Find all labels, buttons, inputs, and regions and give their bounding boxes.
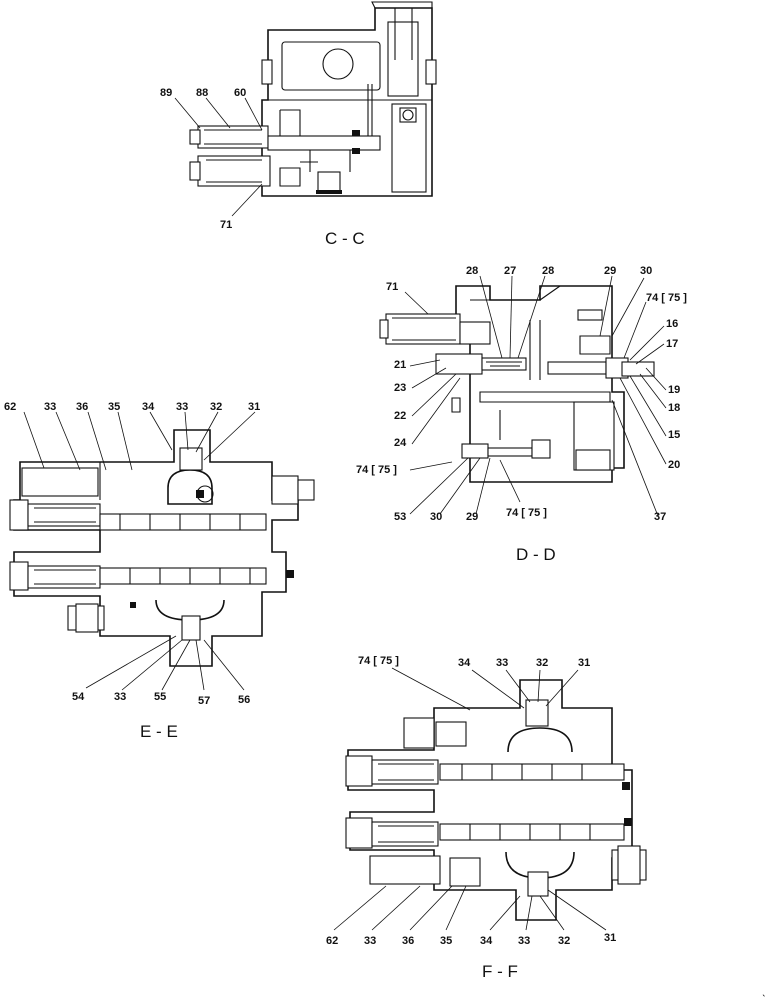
callout-32: 32 — [536, 657, 548, 669]
callout-33: 33 — [114, 691, 126, 703]
callout-28: 28 — [466, 265, 478, 277]
callout-62: 62 — [4, 401, 16, 413]
callout-36: 36 — [402, 935, 414, 947]
callout-60: 60 — [234, 87, 246, 99]
callout-18: 18 — [668, 402, 680, 414]
callout-27: 27 — [504, 265, 516, 277]
section-title-cc: C - C — [325, 229, 365, 248]
callout-71: 71 — [386, 281, 398, 293]
callout-56: 56 — [238, 694, 250, 706]
section-ee-labels: 62 33 36 35 34 33 32 31 54 33 55 57 56 E… — [4, 401, 260, 741]
callout-22: 22 — [394, 410, 406, 422]
callout-33: 33 — [364, 935, 376, 947]
callout-88: 88 — [196, 87, 208, 99]
callout-32: 32 — [558, 935, 570, 947]
section-cc-drawing — [174, 1, 437, 217]
section-dd-drawing — [379, 275, 667, 517]
callout-31: 31 — [578, 657, 590, 669]
callout-37: 37 — [654, 511, 666, 523]
callout-71: 71 — [220, 219, 232, 231]
callout-34: 34 — [458, 657, 471, 669]
callout-33: 33 — [518, 935, 530, 947]
callout-33: 33 — [496, 657, 508, 669]
callout-35: 35 — [440, 935, 452, 947]
corner-mark: ˎ — [762, 983, 766, 997]
callout-33: 33 — [44, 401, 56, 413]
callout-31: 31 — [604, 932, 616, 944]
callout-32: 32 — [210, 401, 222, 413]
callout-54: 54 — [72, 691, 85, 703]
callout-35: 35 — [108, 401, 120, 413]
section-cc-labels: 89 88 60 71 C - C — [160, 87, 365, 248]
callout-23: 23 — [394, 382, 406, 394]
callout-16: 16 — [666, 318, 678, 330]
callout-74-75: 74 [ 75 ] — [358, 655, 399, 667]
callout-30: 30 — [430, 511, 442, 523]
callout-62: 62 — [326, 935, 338, 947]
callout-74-75: 74 [ 75 ] — [646, 292, 687, 304]
callout-21: 21 — [394, 359, 406, 371]
section-dd-labels: 71 28 27 28 29 30 74 [ 75 ] 16 17 19 18 … — [356, 265, 687, 564]
callout-34: 34 — [142, 401, 155, 413]
callout-29: 29 — [604, 265, 616, 277]
section-ff-drawing — [333, 667, 647, 931]
callout-53: 53 — [394, 511, 406, 523]
callout-30: 30 — [640, 265, 652, 277]
callout-31: 31 — [248, 401, 260, 413]
section-ee-drawing — [9, 411, 315, 691]
callout-55: 55 — [154, 691, 166, 703]
callout-74-75: 74 [ 75 ] — [506, 507, 547, 519]
callout-28: 28 — [542, 265, 554, 277]
callout-15: 15 — [668, 429, 680, 441]
section-title-dd: D - D — [516, 545, 556, 564]
callout-33: 33 — [176, 401, 188, 413]
section-title-ff: F - F — [482, 962, 518, 981]
callout-24: 24 — [394, 437, 407, 449]
callout-20: 20 — [668, 459, 680, 471]
callout-89: 89 — [160, 87, 172, 99]
section-ff-labels: 74 [ 75 ] 34 33 32 31 62 33 36 35 34 33 … — [326, 655, 616, 981]
callout-19: 19 — [668, 384, 680, 396]
callout-57: 57 — [198, 695, 210, 707]
callout-17: 17 — [666, 338, 678, 350]
callout-74-75: 74 [ 75 ] — [356, 464, 397, 476]
callout-36: 36 — [76, 401, 88, 413]
callout-29: 29 — [466, 511, 478, 523]
section-title-ee: E - E — [140, 722, 178, 741]
callout-34: 34 — [480, 935, 493, 947]
